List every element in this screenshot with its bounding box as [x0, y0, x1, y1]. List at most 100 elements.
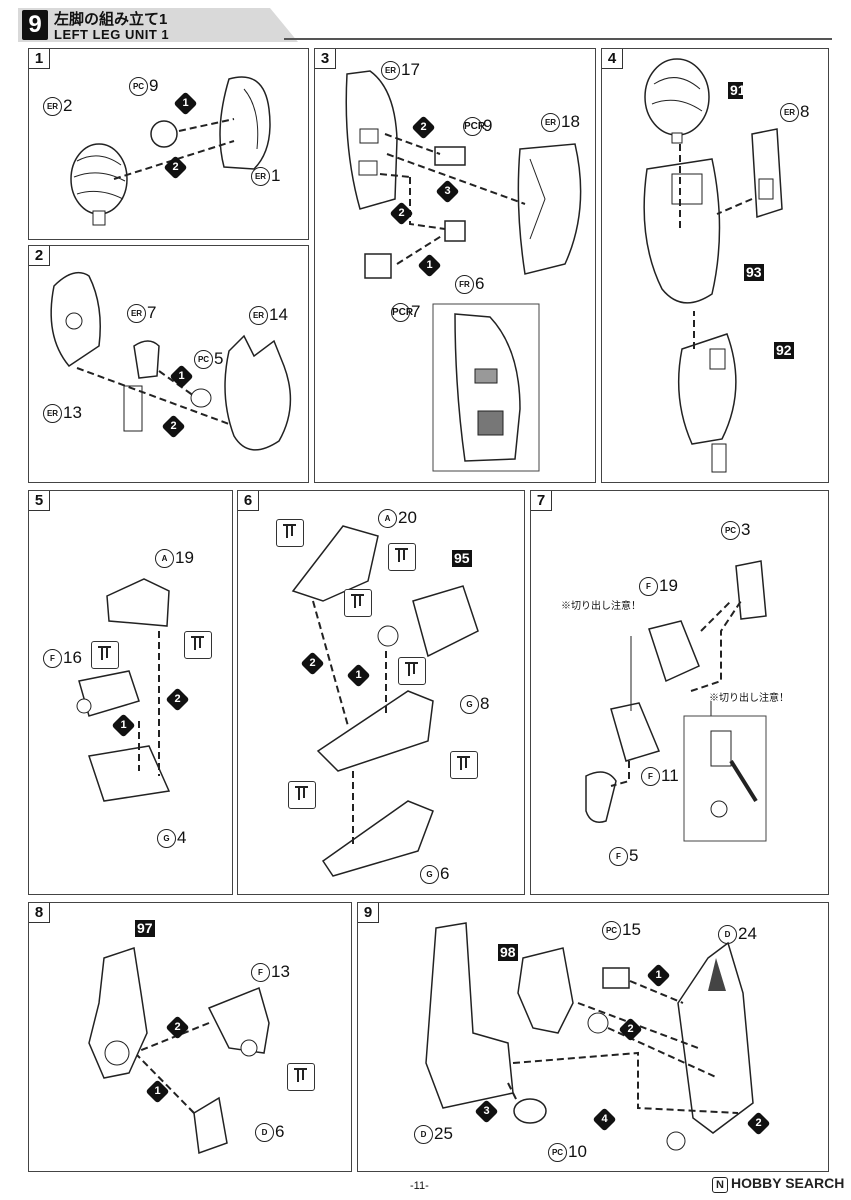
panel-number: 4 [602, 49, 623, 69]
order-marker: 2 [618, 1017, 643, 1042]
order-marker: 4 [592, 1107, 617, 1132]
order-marker: 2 [161, 414, 186, 439]
cut-caution-note: ※切り出し注意！ [709, 693, 789, 704]
part-drawing [345, 70, 582, 472]
order-marker: 1 [173, 91, 198, 116]
cut-mark-icon [388, 543, 416, 571]
order-marker: 1 [111, 713, 136, 738]
panel-number: 3 [315, 49, 336, 69]
step-header: 9 左脚の組み立て1 LEFT LEG UNIT 1 [18, 6, 308, 44]
cut-mark-icon [288, 781, 316, 809]
part-drawing [76, 578, 171, 802]
cut-mark-icon [91, 641, 119, 669]
order-marker: 3 [435, 179, 460, 204]
panel-number: 1 [29, 49, 50, 69]
subassembly-label: 92 [774, 342, 794, 360]
cut-caution-note: ※切り出し注意！ [561, 601, 641, 612]
panel-number: 2 [29, 246, 50, 266]
part-drawing [50, 271, 292, 451]
header-band [18, 8, 298, 42]
cut-mark-icon [344, 589, 372, 617]
cut-mark-icon [184, 631, 212, 659]
order-marker: 2 [163, 155, 188, 180]
subassembly-label: 97 [135, 920, 155, 938]
part-drawing [88, 947, 270, 1155]
panel-number: 7 [531, 491, 552, 511]
order-marker: 2 [411, 115, 436, 140]
watermark-logo-icon: N [712, 1177, 728, 1193]
cut-mark-icon [287, 1063, 315, 1091]
subassembly-label: 98 [498, 944, 518, 962]
subassembly-label: 91 [728, 82, 746, 100]
cut-mark-icon [450, 751, 478, 779]
cut-mark-icon [398, 657, 426, 685]
order-marker: 2 [165, 1015, 190, 1040]
subassembly-label: 93 [744, 264, 764, 282]
cut-mark-icon [276, 519, 304, 547]
order-marker: 3 [474, 1099, 499, 1124]
order-marker: 2 [300, 651, 325, 676]
page-number: -11- [410, 1180, 429, 1192]
header-rule [284, 38, 832, 40]
part-label: PCR9 [463, 116, 493, 137]
order-marker: 2 [165, 687, 190, 712]
title-english: LEFT LEG UNIT 1 [54, 27, 170, 42]
order-marker: 2 [746, 1111, 771, 1136]
panel-number: 9 [358, 903, 379, 923]
panel-number: 5 [29, 491, 50, 511]
order-marker: 1 [417, 253, 442, 278]
part-drawing [585, 560, 767, 842]
title-japanese: 左脚の組み立て1 [54, 11, 168, 28]
order-marker: 1 [145, 1079, 170, 1104]
order-marker: 1 [646, 963, 671, 988]
step-number: 9 [22, 10, 48, 40]
order-marker: 2 [389, 201, 414, 226]
subassembly-label: 95 [452, 550, 472, 568]
part-label: PCR7 [391, 302, 421, 323]
part-drawing [70, 76, 271, 226]
part-drawing [291, 525, 479, 877]
part-drawing [643, 58, 783, 473]
panel-number: 6 [238, 491, 259, 511]
order-marker: 1 [346, 663, 371, 688]
order-marker: 1 [169, 364, 194, 389]
part-drawing [425, 922, 754, 1151]
panel-number: 8 [29, 903, 50, 923]
